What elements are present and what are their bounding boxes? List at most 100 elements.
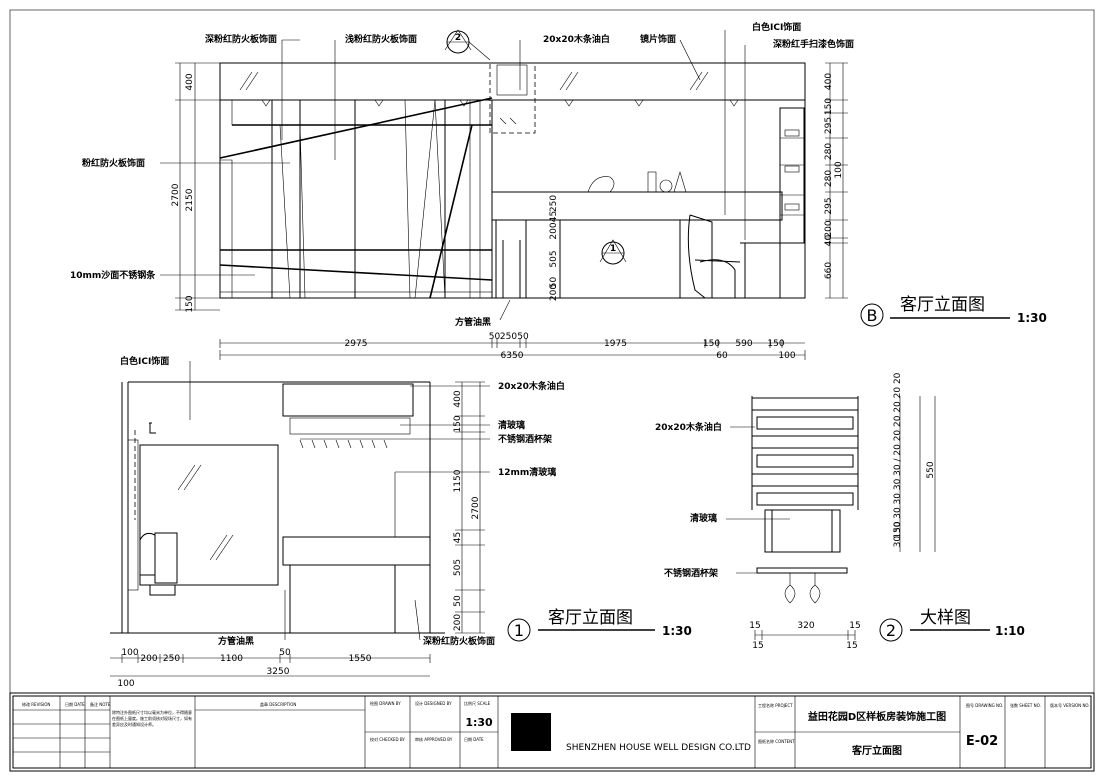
tb-scale-value: 1:30 [465,716,493,729]
dim-bottom-segment: 50 [517,332,529,342]
dim-right-segment: 400 [824,73,834,90]
elevation-1-marker-circle [507,618,531,642]
elevation-b-marker-circle [860,303,884,327]
dim-bottom-segment: 50 [489,332,501,342]
elevation-1-bottom-dims-row2: 3250 [267,667,290,677]
e1-dim-bottom-segment: 250 [163,654,180,664]
tb-checked-by: 校对 CHECKED BY [370,736,405,742]
e1-label-clear-glass: 清玻璃 [498,419,525,431]
dim-right-segment: 150 [824,98,834,115]
e1-dim-right-segment: 45 [453,532,463,543]
title-block: 修改 REVISION 日期 DATE 备注 NOTE 除特注外图纸尺寸均以毫米… [9,692,1095,772]
elevation-b: 1 2 深粉红防火板饰面 浅粉红防火板饰面 20x20木条油白 镜片饰面 白色I… [70,21,1047,361]
elevation-1-scale: 1:30 [662,624,692,638]
elevation-b-marker: B [867,306,878,325]
wood-slat [756,492,854,506]
dim-bottom-segment: 2975 [345,339,368,349]
e1-dim-bottom-total: 3250 [267,667,290,677]
callout-2-number: 2 [455,33,461,43]
detail-2-marker: 2 [886,621,896,640]
elevation-b-scale: 1:30 [1017,311,1047,325]
detail-2-slats [751,396,859,510]
detail-2-bottom-dims: 15 320 15 15 15 [749,621,860,651]
tb-designed-by: 设计 DESIGNED BY [415,700,452,706]
tb-sheet-label: 张数 SHEET NO. [1010,702,1041,708]
dim-counter-segment: 200 [549,222,559,239]
label-pink-panel: 粉红防火板饰面 [82,157,145,169]
elevation-1-bottom-dims-row3: 100 [117,679,134,689]
tb-company: SHENZHEN HOUSE WELL DESIGN CO.LTD [566,743,751,753]
dim-bottom-segment: 150 [703,339,720,349]
detail-2-marker-circle [879,618,903,642]
e1-dim-bottom-segment: 100 [121,648,138,658]
label-deep-pink-panel: 深粉红防火板饰面 [205,33,277,45]
tb-content-name: 客厅立面图 [851,744,902,757]
tb-notes-wrap: 除特注外图纸尺寸均以毫米为单位，不得随意在图纸上量度。施工前须核对现场尺寸，如有… [112,710,192,727]
dim-counter-segment: 50 [549,277,559,289]
dim-left-total: 2700 [171,183,181,206]
wood-slat [751,397,859,411]
tb-drawing-no: E-02 [966,734,998,749]
d2-label-steel-rack: 不锈钢酒杯架 [664,567,718,579]
d2-dim-bottom-sub: 15 [846,641,857,651]
tb-content-label: 图纸名称 CONTENT [758,738,795,744]
tb-notes: 除特注外图纸尺寸均以毫米为单位，不得随意在图纸上量度。施工前须核对现场尺寸，如有… [112,710,192,727]
dim-right-segment: 295 [824,117,834,134]
dim-bottom-total: 6350 [501,351,524,361]
d2-label-clear-glass: 清玻璃 [690,512,717,524]
tb-stamp-label: 盖章 DESCRIPTION [260,701,296,707]
e1-dim-right-segment: 400 [453,390,463,407]
dim-counter-segment: 200 [549,284,559,301]
d2-dim-base: 150 [893,521,903,538]
wood-slat [751,435,859,449]
callout-1-number: 1 [610,244,616,254]
d2-dim-bottom: 320 [797,621,814,631]
tb-project-label: 工程名称 PROJECT [758,702,793,708]
dim-counter-segment: 45 [549,211,559,222]
d2-dim-slats: 30 30 30 30 30 30 / 20 20 20 20 20 20 [893,372,903,547]
dim-left-middle: 2150 [185,188,195,211]
e1-label-square-tube: 方管油黑 [218,635,254,647]
dim-right-segment: 280 [824,143,834,160]
tb-col-date: 日期 DATE [65,701,85,707]
d2-dim-height: 550 [926,461,936,478]
tb-drawn-by: 绘图 DRAWN BY [370,700,401,706]
company-logo [511,713,551,751]
e1-dim-right-segment: 505 [453,559,463,576]
wood-slat [756,416,854,430]
e1-dim-bottom-segment: 50 [279,648,291,658]
tb-col-revision: 修改 REVISION [22,701,50,707]
tb-drawing-no-label: 图号 DRAWING NO. [966,702,1003,708]
detail-2: 20x20木条油白 清玻璃 不锈钢酒杯架 30 30 30 30 30 30 /… [655,372,1025,651]
elevation-1-marker: 1 [514,621,524,640]
d2-dim-bottom: 15 [849,621,860,631]
e1-dim-right-segment: 200 [453,614,463,631]
d2-label-wood-strip-white: 20x20木条油白 [655,421,722,433]
dim-bottom-segment: 1975 [604,339,627,349]
d2-dim-bottom: 15 [749,621,760,631]
tb-col-note: 备注 NOTE [90,701,111,707]
dim-right-segment: 660 [824,262,834,279]
tb-version-label: 版本号 VERSION NO. [1050,702,1090,708]
dim-right-segment: 280 [824,170,834,187]
elevation-b-outline [219,62,806,299]
dim-bottom-segment: 150 [767,339,784,349]
dim-bottom-total: 60 [716,351,728,361]
e1-dim-right-segment: 1150 [453,469,463,492]
d2-dim-bottom-sub: 15 [752,641,763,651]
slat-frame [751,396,859,510]
dim-right-total: 100 [834,161,844,178]
detail-2-scale: 1:10 [995,624,1025,638]
label-deep-pink-lacquer: 深粉红手扫漆色饰面 [773,38,854,50]
dim-right-segment: 200 [824,220,834,237]
dim-bottom-segment: 250 [500,332,517,342]
elevation-1: 白色ICI饰面 20x20木条油白 清玻璃 不锈钢酒杯架 12mm清玻璃 方管油… [110,355,692,689]
label-steel-strip: 10mm沙面不锈钢条 [70,269,156,281]
tb-approved-by: 审核 APPROVED BY [415,736,453,742]
e1-dim-bottom-extra: 100 [117,679,134,689]
